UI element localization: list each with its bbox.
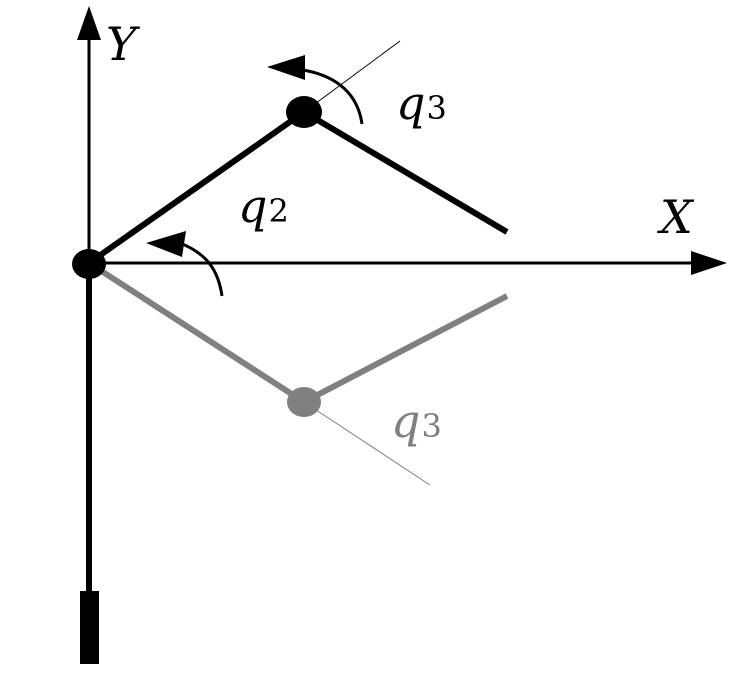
q2-arrowhead [146,231,186,257]
link1-extension-upper [303,40,401,113]
upper-link1 [87,109,306,266]
upper-elbow-joint [286,96,322,128]
base-block [80,591,99,664]
link1-extension-lower [303,401,431,486]
y-axis-arrowhead [77,6,101,40]
lower-link2 [302,293,509,405]
q3-upper-symbol: q [396,76,425,130]
q3-lower-symbol: q [391,394,420,448]
x-axis-arrowhead [691,251,727,275]
q3-rotation-arrow [302,68,364,125]
q3-upper-label: q3 [396,76,447,130]
upper-link2 [302,109,509,235]
q2-symbol: q [238,179,267,233]
q2-label: q2 [238,179,289,233]
y-axis-label: Y [106,17,141,71]
lower-link1 [87,260,306,405]
q3-lower-label: q3 [391,394,442,448]
shoulder-joint [72,249,106,279]
q3-lower-subscript: 3 [421,407,441,445]
q3-upper-subscript: 3 [426,89,446,127]
lower-elbow-joint [287,387,321,417]
q2-rotation-arrow [179,241,224,297]
x-axis-label: X [657,190,695,244]
q2-subscript: 2 [268,192,288,230]
q3-arrowhead [267,55,305,80]
